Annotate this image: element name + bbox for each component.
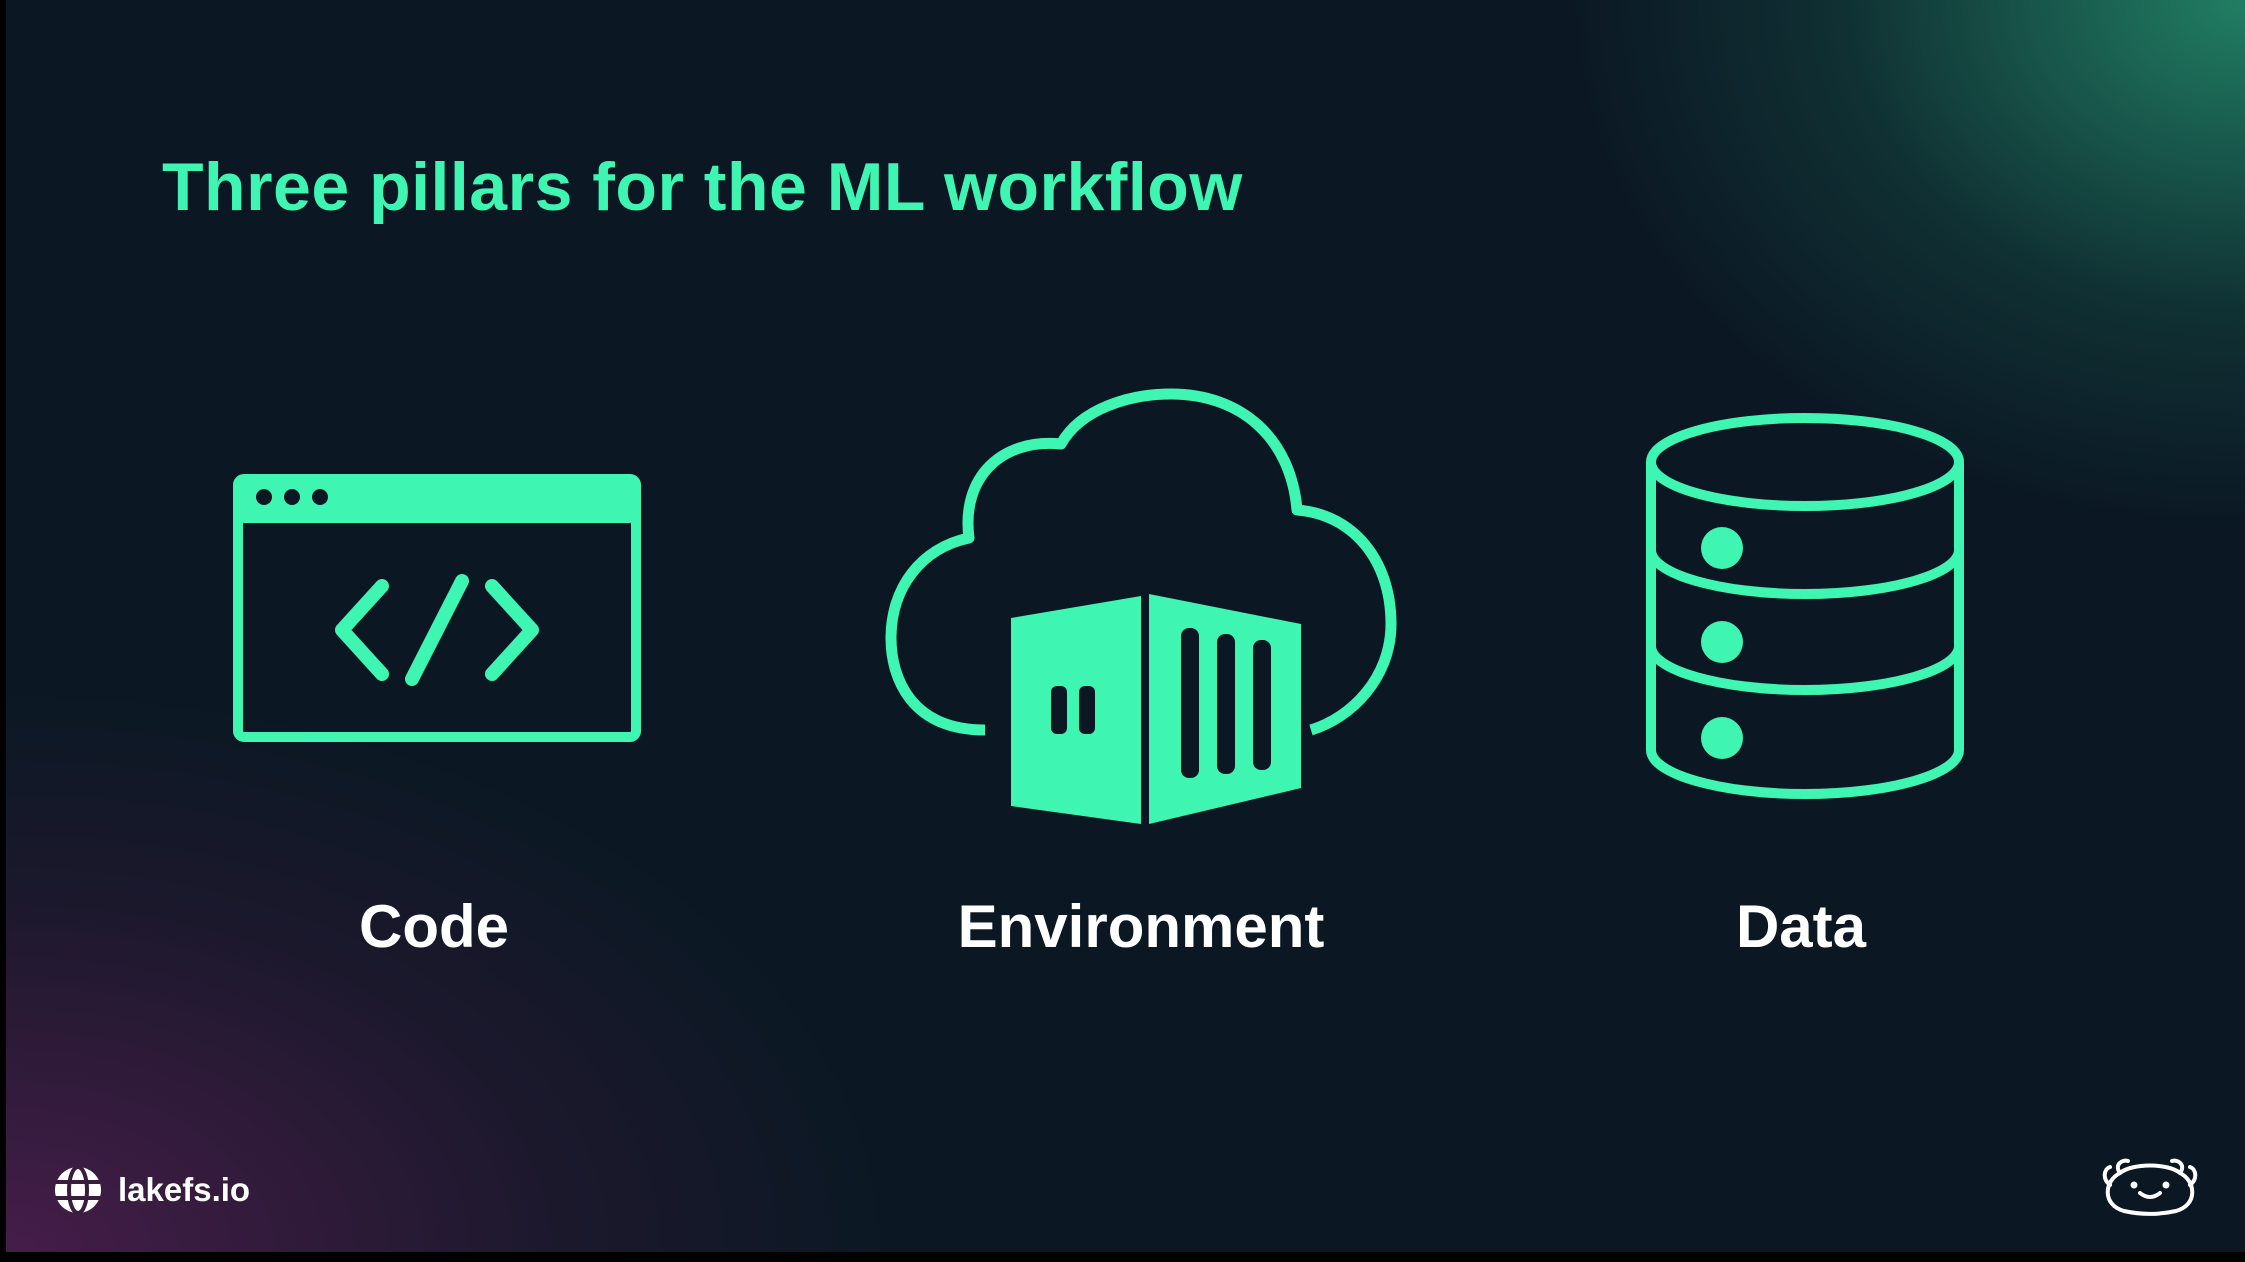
database-icon bbox=[1646, 413, 1964, 800]
globe-icon bbox=[55, 1166, 101, 1214]
slide: Three pillars for the ML workflow Cod bbox=[6, 0, 2245, 1252]
lakefs-link[interactable]: lakefs.io bbox=[54, 1166, 250, 1214]
axolotl-logo-icon bbox=[2102, 1158, 2198, 1216]
pillar-label-environment: Environment bbox=[957, 893, 1325, 960]
pillar-label-data: Data bbox=[1735, 893, 1867, 960]
pillar-label-code: Code bbox=[359, 893, 509, 960]
lakefs-link-text[interactable]: lakefs.io bbox=[118, 1171, 251, 1208]
cloud-container-icon bbox=[885, 388, 1397, 824]
slide-title: Three pillars for the ML workflow bbox=[162, 149, 1243, 225]
code-window-icon bbox=[233, 474, 641, 742]
